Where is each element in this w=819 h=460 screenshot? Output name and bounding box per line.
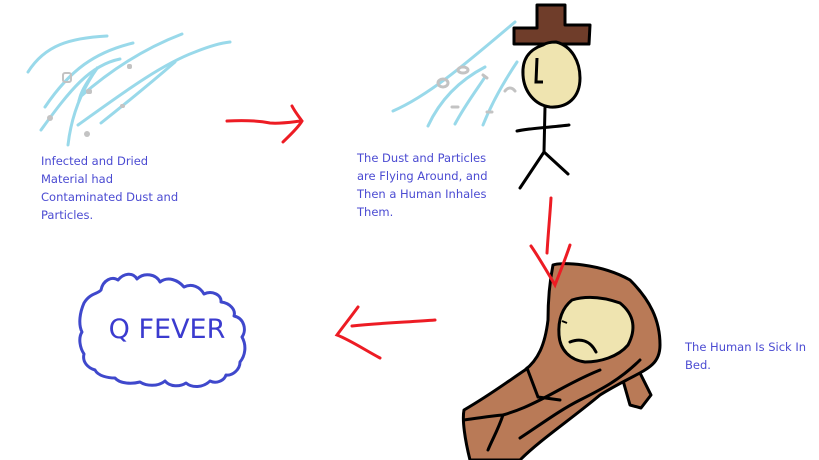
step-1-caption: Infected and Dried Material had Contamin… [41, 154, 179, 222]
q-fever-cloud-icon [78, 272, 247, 388]
flying-particles [436, 65, 517, 114]
sick-face-icon [557, 295, 635, 364]
dust-particles [47, 64, 132, 137]
sick-human-in-bed [461, 262, 662, 460]
hat-icon [512, 3, 592, 46]
arrow-down-head [529, 243, 572, 289]
arrow-right-icon [225, 104, 304, 144]
step-2-caption: The Dust and Particles are Flying Around… [357, 151, 488, 219]
wind-dust-illustration [26, 32, 232, 147]
arrow-down-icon [545, 196, 553, 255]
arrow-left-icon [334, 305, 437, 360]
head-icon [521, 40, 582, 109]
step-3-caption: The Human Is Sick In Bed. [685, 340, 807, 372]
wind-flying-illustration [391, 20, 519, 128]
bed-body-icon [461, 262, 662, 460]
q-fever-label: Q FEVER [108, 314, 226, 345]
stick-figure-human [512, 3, 592, 190]
